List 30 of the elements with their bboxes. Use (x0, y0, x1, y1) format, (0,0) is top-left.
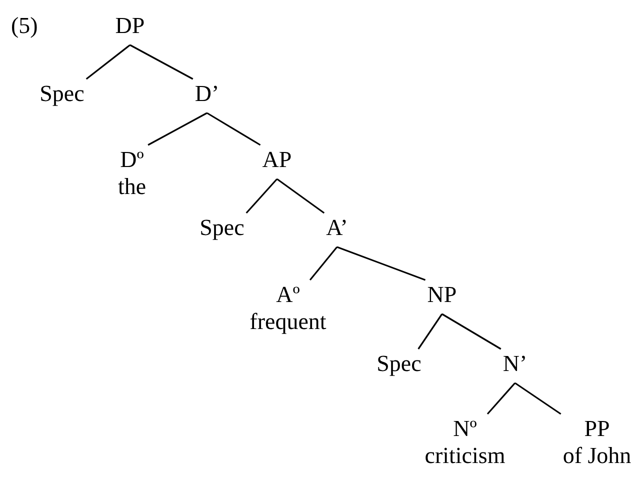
category-label: PP (584, 416, 610, 442)
category-label: NP (427, 282, 457, 308)
tree-branch (418, 314, 443, 350)
tree-branch (442, 313, 502, 350)
category-label: Aº (276, 282, 300, 308)
category-label: Nº (453, 416, 477, 442)
tree-branch (130, 44, 194, 80)
category-label: Dº (120, 147, 144, 173)
category-label: A’ (326, 215, 348, 241)
category-label: AP (262, 147, 292, 173)
tree-branch (148, 112, 208, 146)
tree-branch (276, 178, 325, 214)
category-label: DP (115, 13, 145, 39)
category-label: Spec (40, 81, 84, 107)
word-label: frequent (250, 309, 326, 335)
example-number: (5) (11, 13, 38, 39)
tree-branch (246, 178, 278, 214)
tree-branch (206, 112, 261, 146)
tree-branch (309, 246, 338, 280)
word-label: the (118, 174, 146, 200)
word-label: criticism (424, 443, 506, 469)
tree-branch (486, 382, 516, 415)
tree-branch (336, 246, 426, 281)
word-label: of John (562, 443, 632, 469)
tree-branch (514, 382, 562, 415)
category-label: N’ (502, 351, 528, 377)
category-label: D’ (194, 81, 220, 107)
tree-branch (86, 44, 130, 80)
category-label: Spec (200, 215, 244, 241)
category-label: Spec (376, 351, 422, 377)
